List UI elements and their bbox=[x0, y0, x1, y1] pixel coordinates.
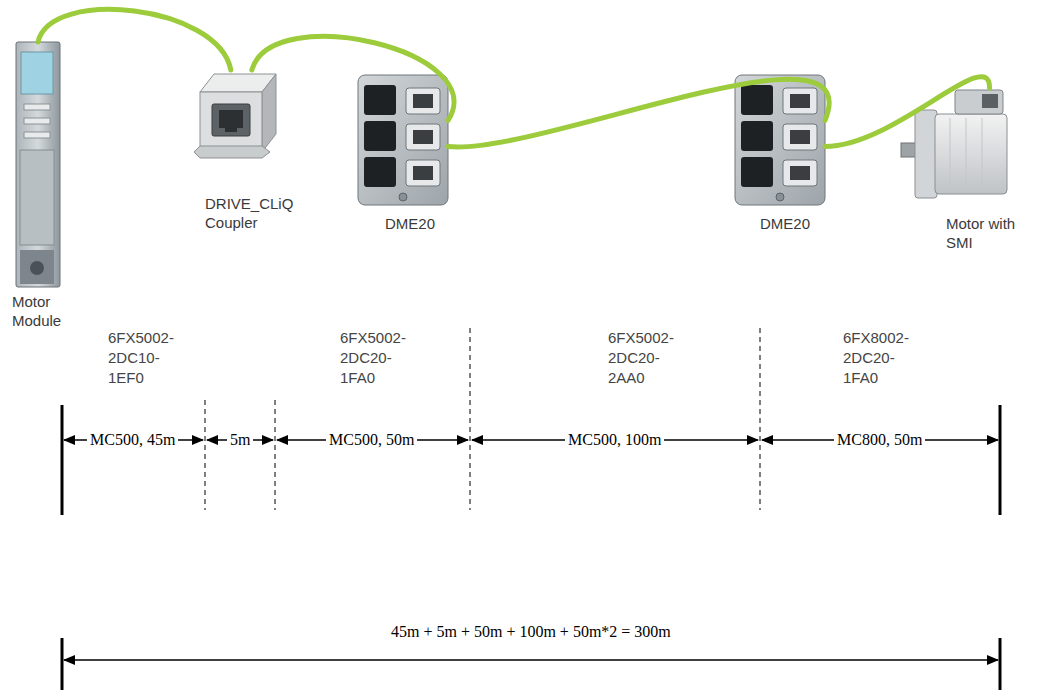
cable-length: MC500, 100m bbox=[565, 431, 664, 449]
device-label: DRIVE_CLiQ Coupler bbox=[205, 194, 293, 232]
order-number: 6FX8002- 2DC20- 1FA0 bbox=[843, 328, 909, 388]
coupler-picture bbox=[194, 74, 276, 158]
dme20-module: DME20 bbox=[735, 75, 825, 205]
drive-cliq-cable bbox=[38, 9, 231, 70]
cable-length: MC800, 50m bbox=[834, 431, 925, 449]
drive-cliq-cable bbox=[448, 79, 829, 147]
motor-module-picture bbox=[16, 42, 60, 287]
dme20-module: DME20 bbox=[358, 75, 448, 205]
order-number: 6FX5002- 2DC20- 1FA0 bbox=[340, 328, 406, 388]
cable-length: MC500, 45m bbox=[87, 431, 178, 449]
order-number: 6FX5002- 2DC10- 1EF0 bbox=[108, 328, 174, 388]
drive-cliq-coupler: DRIVE_CLiQ Coupler bbox=[193, 70, 277, 160]
motor-module: Motor Module bbox=[16, 42, 60, 287]
cable-length: 5m bbox=[227, 431, 253, 449]
order-number: 6FX5002- 2DC20- 2AA0 bbox=[608, 328, 674, 388]
device-label: Motor with SMI bbox=[946, 214, 1036, 252]
total-length: 45m + 5m + 50m + 100m + 50m*2 = 300m bbox=[388, 623, 674, 641]
drive-cliq-cable bbox=[825, 77, 990, 147]
motor-with-smi: Motor with SMI bbox=[900, 88, 1012, 206]
motor-picture bbox=[901, 90, 1007, 198]
device-label: DME20 bbox=[760, 214, 810, 233]
dimension-lines bbox=[62, 328, 1000, 690]
drive-cliq-cable bbox=[252, 36, 454, 120]
dme20-picture bbox=[358, 75, 448, 205]
cable-length: MC500, 50m bbox=[326, 431, 417, 449]
device-label: DME20 bbox=[385, 214, 435, 233]
device-label: Motor Module bbox=[12, 292, 61, 330]
dme20-picture bbox=[735, 75, 825, 205]
